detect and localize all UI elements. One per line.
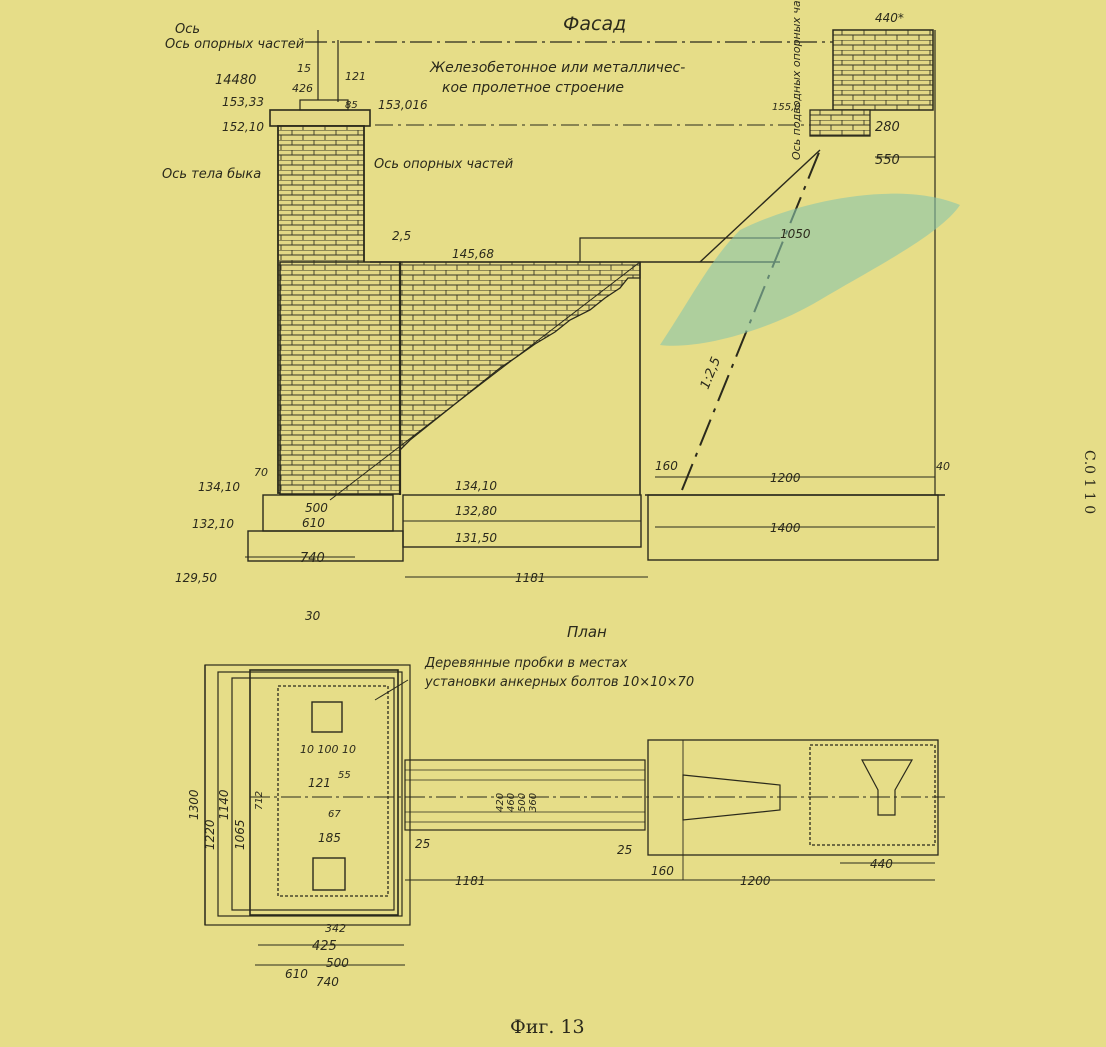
dim-426: 426 xyxy=(292,82,313,95)
plan-dim-160: 160 xyxy=(651,864,674,878)
dim-500: 500 xyxy=(305,501,328,515)
plan-outline-3 xyxy=(231,677,395,911)
dim-2-5: 2,5 xyxy=(392,229,411,243)
plan-dim-360: 360 xyxy=(528,793,539,812)
level-131-50: 131,50 xyxy=(455,531,497,545)
right-abutment-step xyxy=(809,109,871,137)
plan-dim-55: 55 xyxy=(338,770,351,781)
dim-1200-facade: 1200 xyxy=(770,471,801,485)
dim-1181-facade: 1181 xyxy=(515,571,546,585)
plan-dim-185: 185 xyxy=(318,831,341,845)
level-153-016: 153,016 xyxy=(378,98,428,112)
abutment-wall xyxy=(279,261,401,495)
dim-30: 30 xyxy=(305,609,321,623)
dim-85: 85 xyxy=(345,100,358,111)
note-line1: Железобетонное или металличес- xyxy=(429,60,685,76)
dim-14480: 14480 xyxy=(215,73,256,88)
plan-bearing-bottom xyxy=(312,857,346,891)
stepped-cone-masonry xyxy=(399,261,641,452)
level-129-50: 129,50 xyxy=(175,571,217,585)
plan-dim-1220: 1220 xyxy=(203,819,217,850)
level-145-68: 145,68 xyxy=(452,247,494,261)
plan-dim-121: 121 xyxy=(308,776,331,790)
level-134-10-mid: 134,10 xyxy=(455,479,497,493)
plan-dim-10-100-10: 10 100 10 xyxy=(300,743,356,756)
plan-dim-420: 420 xyxy=(495,793,506,812)
label-axis-bearing-top-1: Ось xyxy=(175,22,200,37)
axis-bearing-mid: Ось опорных частей xyxy=(374,157,513,172)
level-132-10: 132,10 xyxy=(192,517,234,531)
water-stain xyxy=(660,193,960,346)
note-line2: кое пролетное строение xyxy=(442,80,624,96)
margin-stamp: С.0 1 1 0 xyxy=(1081,450,1097,514)
plan-dim-740: 740 xyxy=(316,975,339,989)
plan-dim-425: 425 xyxy=(312,939,337,954)
plan-dim-25-a: 25 xyxy=(415,837,430,851)
plan-dim-712: 712 xyxy=(254,791,265,810)
plan-dim-1181: 1181 xyxy=(455,874,486,888)
dim-160-facade: 160 xyxy=(655,459,678,473)
dim-550: 550 xyxy=(875,153,900,168)
embankment-outline xyxy=(579,237,780,262)
plan-title: План xyxy=(567,623,607,641)
dim-40: 40 xyxy=(936,460,950,473)
label-axis-bearing-top: Ось опорных частей xyxy=(165,37,304,52)
plan-cap-dashed xyxy=(277,685,389,897)
axis-bearing-top-text: Ось опорных частей xyxy=(165,37,304,52)
plan-dim-500-vert: 500 xyxy=(517,793,528,812)
plan-dim-460: 460 xyxy=(506,793,517,812)
dim-121: 121 xyxy=(345,70,366,83)
figure-caption: Фиг. 13 xyxy=(510,1016,585,1038)
plan-dim-1200: 1200 xyxy=(740,874,771,888)
dim-1050: 1050 xyxy=(780,227,811,241)
dim-70: 70 xyxy=(254,466,268,479)
plan-note-line2: установки анкерных болтов 10×10×70 xyxy=(424,675,694,690)
level-152-10: 152,10 xyxy=(222,120,264,134)
plan-right-cap xyxy=(809,744,936,846)
plan-funnel xyxy=(861,759,914,816)
plan-dim-1300: 1300 xyxy=(187,789,201,820)
plan-dim-67: 67 xyxy=(328,809,341,820)
dim-740: 740 xyxy=(300,551,325,566)
dim-440-star: 440* xyxy=(875,11,904,25)
dim-280: 280 xyxy=(875,120,900,135)
plan-dim-25-b: 25 xyxy=(617,843,632,857)
plan-outline-1 xyxy=(204,664,411,926)
dim-610: 610 xyxy=(302,516,325,530)
plan-dim-440: 440 xyxy=(870,857,893,871)
level-153-33: 153,33 xyxy=(222,95,264,109)
diagonal-line-1 xyxy=(329,261,641,501)
plan-wall-band xyxy=(404,759,646,831)
slope-label: 1:2,5 xyxy=(698,355,724,392)
plan-dim-610: 610 xyxy=(285,967,308,981)
plan-right-abutment xyxy=(647,739,939,856)
plan-note-line1: Деревянные пробки в местах xyxy=(424,656,628,671)
level-132-80: 132,80 xyxy=(455,504,497,518)
plan-dim-1140: 1140 xyxy=(217,789,231,820)
bearing-block xyxy=(299,99,349,111)
axis-pier-body: Ось тела быка xyxy=(162,167,261,182)
dim-155: 155,0 xyxy=(772,102,801,113)
plan-outline-2 xyxy=(217,671,403,917)
slope-line-upper xyxy=(699,149,821,263)
facade-title: Фасад xyxy=(563,13,626,35)
foundation-step-1 xyxy=(262,494,394,532)
plan-dim-1065: 1065 xyxy=(233,819,247,850)
axis-approach-bearing: Ось подводных опорных частей xyxy=(790,0,803,160)
dim-15: 15 xyxy=(297,62,311,75)
note-leader xyxy=(374,679,409,701)
plan-pier-body xyxy=(249,669,399,916)
level-134-10-left: 134,10 xyxy=(198,480,240,494)
plan-dim-500: 500 xyxy=(326,956,349,970)
pier-cap xyxy=(269,109,371,127)
dim-1400: 1400 xyxy=(770,521,801,535)
right-abutment-top xyxy=(832,29,934,111)
plan-dim-342: 342 xyxy=(325,922,346,935)
plan-bearing-top xyxy=(311,701,343,733)
